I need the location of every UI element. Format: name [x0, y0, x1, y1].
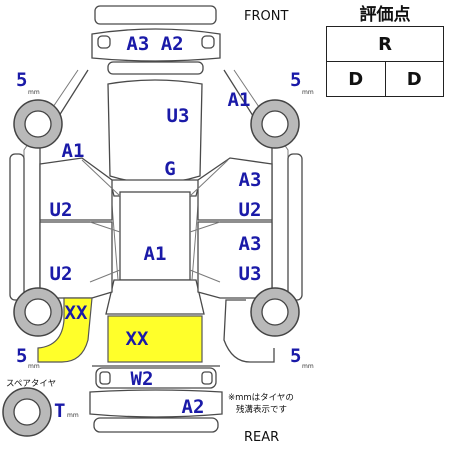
code-right-front-door-2: U2 — [239, 199, 262, 221]
code-roof-front: G — [164, 158, 175, 180]
code-left-front-fender: A1 — [62, 140, 85, 162]
right-sill-panel — [287, 153, 303, 301]
rear-label: REAR — [244, 430, 279, 445]
tire-rear-left — [13, 287, 63, 337]
hood-panel — [107, 79, 203, 184]
right-door-guides — [189, 159, 229, 283]
right-front-door-panel — [197, 157, 273, 221]
front-bumper-panel — [91, 28, 221, 62]
rear-lamp-right — [201, 371, 213, 385]
code-right-front-door-1: A3 — [239, 169, 262, 191]
rear-right-quarter-panel — [223, 299, 275, 363]
score-overall: R — [326, 26, 444, 62]
score-grid: R D D — [326, 26, 444, 97]
rear-left-quarter-highlight — [37, 297, 93, 363]
left-door-guides — [81, 159, 121, 283]
code-left-front-door: U2 — [50, 199, 73, 221]
score-exterior: D — [384, 61, 444, 97]
left-front-door-panel — [39, 157, 113, 221]
tire-unit-front-left: mm — [28, 89, 40, 96]
note-line-1: ※mmはタイヤの — [228, 393, 294, 403]
right-rear-door-panel — [197, 221, 273, 299]
tire-front-right — [250, 99, 300, 149]
tire-depth-rear-right: 5 — [290, 345, 301, 367]
tire-depth-spare: T — [54, 400, 65, 422]
left-sill-panel — [9, 153, 25, 301]
code-right-rear-door-2: U3 — [239, 263, 262, 285]
front-label: FRONT — [244, 9, 288, 24]
tire-spare — [2, 387, 52, 437]
spare-tire-label: スペアタイヤ — [6, 379, 56, 389]
code-trunk: XX — [126, 328, 149, 350]
code-right-rear-door-1: A3 — [239, 233, 262, 255]
tire-front-left — [13, 99, 63, 149]
left-rear-door-panel — [39, 221, 113, 299]
tire-depth-front-left: 5 — [16, 69, 27, 91]
rear-lamp-left — [99, 371, 111, 385]
front-foglight-left — [97, 35, 111, 49]
code-rear-left-quarter: XX — [65, 302, 88, 324]
rear-lower-panel — [93, 417, 219, 433]
tire-unit-rear-right: mm — [302, 363, 314, 370]
tire-depth-rear-left: 5 — [16, 345, 27, 367]
code-rear-garnish: W2 — [131, 368, 154, 390]
code-center-roof: A1 — [144, 243, 167, 265]
code-right-front-fender: A1 — [228, 89, 251, 111]
front-lip-panel — [107, 61, 204, 75]
roof-panel — [119, 191, 191, 281]
tire-unit-front-right: mm — [302, 89, 314, 96]
score-table: 評価点 R D D — [326, 4, 444, 97]
code-front-bumper: A3 A2 — [126, 33, 183, 55]
rear-garnish-panel — [95, 367, 217, 389]
rear-window-panel — [105, 279, 205, 315]
score-title: 評価点 — [359, 5, 411, 25]
tire-rear-right — [250, 287, 300, 337]
front-grille-panel — [94, 5, 217, 25]
code-left-rear-door: U2 — [50, 263, 73, 285]
tire-depth-front-right: 5 — [290, 69, 301, 91]
code-rear-bumper: A2 — [182, 396, 205, 418]
tire-unit-rear-left: mm — [28, 363, 40, 370]
note-line-2: 残溝表示です — [236, 404, 287, 415]
code-hood: U3 — [167, 105, 190, 127]
tire-unit-spare: mm — [67, 412, 79, 419]
score-interior: D — [326, 61, 386, 97]
front-foglight-right — [201, 35, 215, 49]
rear-bumper-panel — [89, 389, 223, 418]
trunk-highlight — [107, 315, 203, 363]
